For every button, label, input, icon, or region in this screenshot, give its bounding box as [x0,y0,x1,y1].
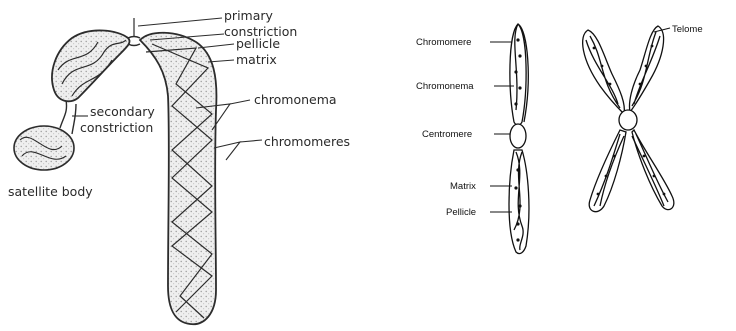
label-chromomere: Chromomere [416,37,471,48]
label-primary: primary [224,8,274,23]
centromere-shape [510,124,526,148]
label-chromonema: chromonema [254,92,337,107]
label-secondary-constriction: constriction [80,120,153,135]
label-satellite-body: satellite body [8,184,93,199]
label-right-chromonema: Chromonema [416,81,474,92]
label-matrix: matrix [236,52,277,67]
label-secondary: secondary [90,104,155,119]
label-pellicle: pellicle [236,36,280,51]
right-chromosome-2 [583,26,674,212]
long-arm [140,33,216,324]
label-telomere: Telome [672,24,703,35]
label-right-pellicle: Pellicle [446,207,476,218]
label-centromere: Centromere [422,129,472,140]
label-right-matrix: Matrix [450,181,476,192]
centromere-2-shape [619,110,637,130]
right-chromosome-1 [509,24,529,254]
secondary-constriction-stalk [60,100,76,134]
left-chromosome-drawing [14,18,216,324]
right-leader-lines [490,28,670,212]
label-chromomeres: chromomeres [264,134,350,149]
short-arm [52,30,130,101]
satellite-body-shape [14,126,74,170]
